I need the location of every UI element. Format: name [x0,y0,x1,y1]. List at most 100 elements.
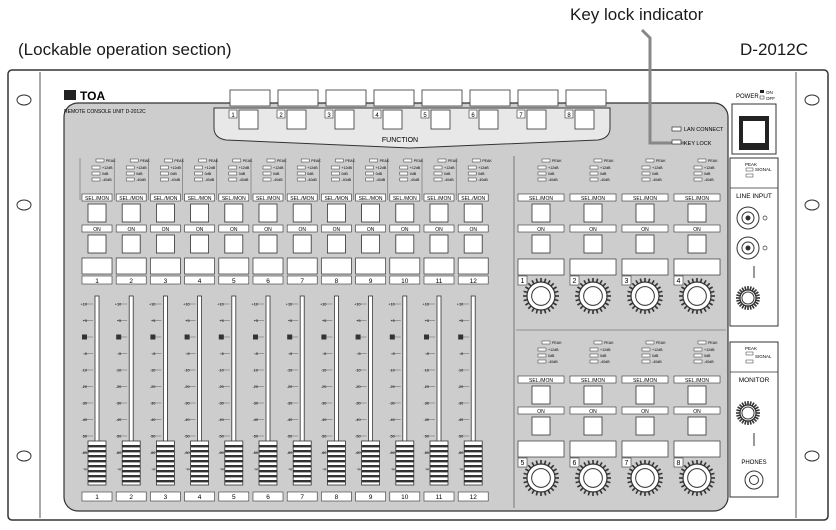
sel-mon-button[interactable] [531,203,551,223]
fader-scale-label: +10 [423,303,429,307]
rotary-encoder-knob[interactable] [575,460,611,496]
fader-knob-body[interactable] [190,440,210,486]
fader-knob-body[interactable] [87,440,107,486]
on-button[interactable] [326,234,346,254]
fader-knob-body[interactable] [224,440,244,486]
on-button[interactable] [292,234,312,254]
fader-knob-grip [190,475,209,478]
fader-knob[interactable] [190,440,210,486]
on-button[interactable] [635,234,655,254]
monitor-level-knob[interactable] [736,401,760,425]
rotary-encoder-knob[interactable] [523,460,559,496]
fader-scale-label: -60 [218,451,224,455]
sel-mon-button[interactable] [361,203,381,223]
fader-knob-grip [259,460,277,463]
function-key-button[interactable] [382,109,403,130]
on-button[interactable] [687,416,707,436]
rotary-number: 6 [573,460,577,467]
rotary-encoder-knob[interactable] [627,278,663,314]
on-button[interactable] [687,234,707,254]
fader-scale-label: ∞ [221,468,224,472]
on-button[interactable] [121,234,141,254]
on-button[interactable] [361,234,381,254]
on-button[interactable] [87,234,107,254]
sel-mon-button[interactable] [87,203,107,223]
sel-mon-button[interactable] [155,203,175,223]
fader-knob[interactable] [121,440,141,486]
fader-scale-label: -5 [323,352,326,356]
sel-mon-button[interactable] [395,203,415,223]
on-label: ON [401,227,409,233]
function-key-button[interactable] [430,109,451,130]
on-button[interactable] [583,234,603,254]
fader-knob[interactable] [395,440,415,486]
sel-mon-button[interactable] [687,203,707,223]
sel-mon-button[interactable] [190,203,210,223]
fader-knob[interactable] [224,440,244,486]
on-button[interactable] [635,416,655,436]
on-button[interactable] [531,416,551,436]
rotary-encoder-knob[interactable] [627,460,663,496]
fader-knob-grip [395,450,414,453]
sel-mon-button[interactable] [258,203,278,223]
peak-label: PEAK [604,159,614,163]
fader-scale-label: -30 [321,402,327,406]
sel-mon-button[interactable] [583,385,603,405]
channel-strip: PEAK+12dB0dB-40dBSEL./MONON8+10+5-5-10-2… [319,158,356,502]
rotary-encoder-knob[interactable] [575,278,611,314]
sel-mon-button[interactable] [429,203,449,223]
fader-knob-body[interactable] [395,440,415,486]
fader-knob-body[interactable] [326,440,346,486]
sel-mon-button[interactable] [463,203,483,223]
fader-knob-body[interactable] [258,440,278,486]
function-key-button[interactable] [574,109,595,130]
on-button[interactable] [583,416,603,436]
rotary-encoder-knob[interactable] [679,460,715,496]
on-button[interactable] [224,234,244,254]
fader-knob-body[interactable] [429,440,449,486]
rotary-encoder-knob[interactable] [523,278,559,314]
fader-knob[interactable] [87,440,107,486]
fader-knob[interactable] [326,440,346,486]
rack-hole-tl [16,94,32,106]
sel-mon-button[interactable] [121,203,141,223]
fader-knob[interactable] [463,440,483,486]
on-button[interactable] [395,234,415,254]
sel-mon-button[interactable] [224,203,244,223]
line-input-level-knob[interactable] [736,286,760,310]
rotary-number-box [621,457,632,468]
fader-knob-body[interactable] [292,440,312,486]
fader-knob[interactable] [361,440,381,486]
function-key-button[interactable] [526,109,547,130]
fader-knob-body[interactable] [361,440,381,486]
function-key-button[interactable] [334,109,355,130]
on-button[interactable] [258,234,278,254]
meter-led [537,171,547,176]
on-button[interactable] [190,234,210,254]
fader-knob-body[interactable] [155,440,175,486]
sel-mon-button[interactable] [292,203,312,223]
on-button[interactable] [463,234,483,254]
fader-knob-body[interactable] [121,440,141,486]
fader-knob-grip [464,450,483,453]
sel-mon-button[interactable] [583,203,603,223]
on-button[interactable] [531,234,551,254]
fader-knob[interactable] [155,440,175,486]
fader-knob-body[interactable] [463,440,483,486]
function-key-button[interactable] [238,109,259,130]
sel-mon-button[interactable] [531,385,551,405]
function-key-button[interactable] [286,109,307,130]
sel-mon-button[interactable] [635,385,655,405]
fader-knob[interactable] [292,440,312,486]
on-button[interactable] [155,234,175,254]
on-button[interactable] [429,234,449,254]
sel-mon-button[interactable] [635,203,655,223]
fader-knob[interactable] [429,440,449,486]
rotary-encoder-knob[interactable] [679,278,715,314]
meter-level-label: -40dB [205,178,215,182]
sel-mon-button[interactable] [687,385,707,405]
sel-mon-button[interactable] [326,203,346,223]
fader-scale-label: -5 [255,352,258,356]
fader-knob[interactable] [258,440,278,486]
function-key-button[interactable] [478,109,499,130]
